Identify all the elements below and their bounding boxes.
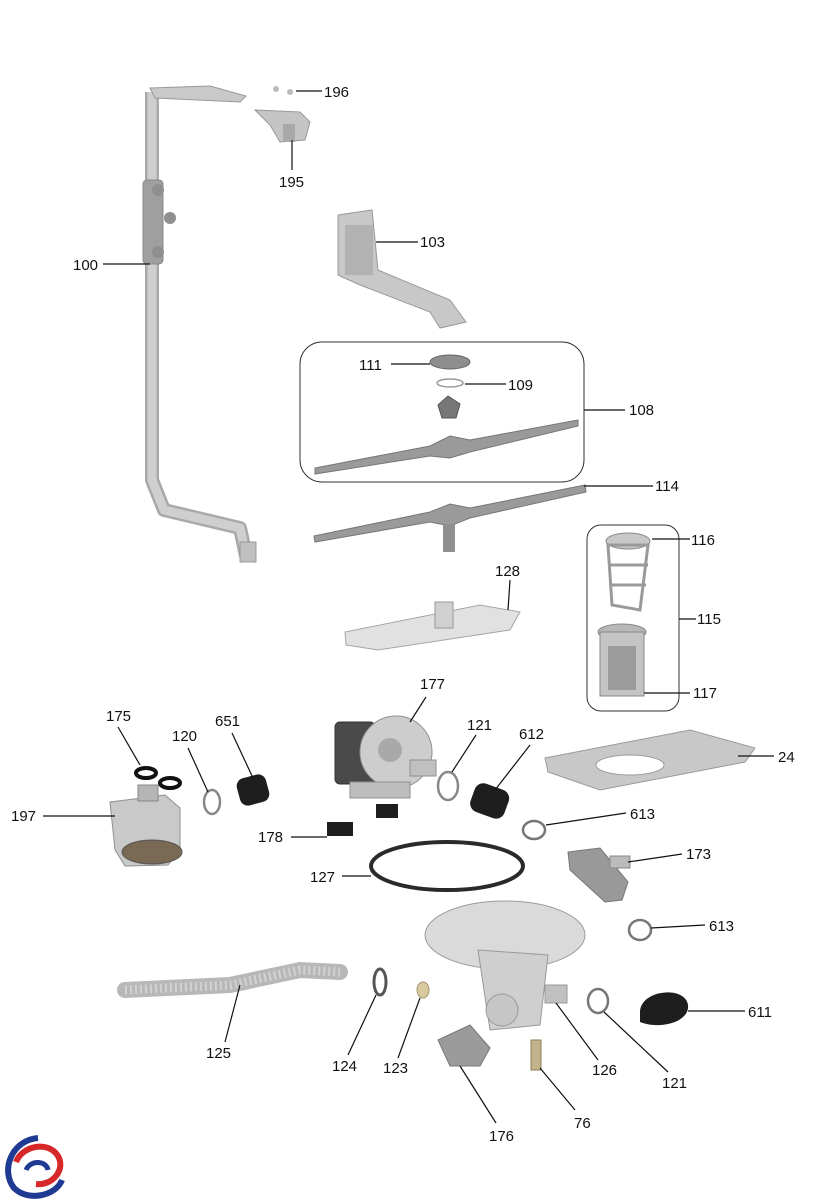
part-126-sump — [424, 900, 586, 1031]
part-611-hose — [640, 992, 689, 1026]
label-176: 176 — [489, 1128, 514, 1145]
part-100-spray-pipe — [142, 85, 257, 563]
part-613-clamp-upper — [521, 819, 547, 841]
part-124-clamp — [372, 967, 388, 997]
label-611: 611 — [748, 1004, 772, 1021]
part-128-plate — [344, 601, 521, 651]
part-612-hose — [470, 783, 510, 819]
label-127: 127 — [310, 869, 335, 886]
label-116: 116 — [691, 532, 715, 549]
part-121-clamp-lower — [586, 987, 610, 1015]
label-117: 117 — [693, 685, 717, 702]
label-121-upper: 121 — [467, 717, 492, 734]
part-114-lower-spray-arm — [313, 484, 587, 552]
label-613-lower: 613 — [709, 918, 734, 935]
label-196: 196 — [324, 84, 349, 101]
label-651: 651 — [215, 713, 240, 730]
part-613-clamp-lower — [627, 918, 653, 942]
label-613-upper: 613 — [630, 806, 655, 823]
part-178-connectors — [327, 804, 398, 836]
part-196-clip — [273, 86, 293, 95]
label-125: 125 — [206, 1045, 231, 1062]
label-173: 173 — [686, 846, 711, 863]
part-173-heater — [567, 847, 631, 903]
label-103: 103 — [420, 234, 445, 251]
label-121-lower: 121 — [662, 1075, 687, 1092]
label-175: 175 — [106, 708, 131, 725]
part-108-upper-spray-arm-group — [299, 341, 585, 483]
label-197: 197 — [11, 808, 36, 825]
label-24: 24 — [778, 749, 795, 766]
label-128: 128 — [495, 563, 520, 580]
label-108: 108 — [629, 402, 654, 419]
label-111: 111 — [359, 357, 382, 374]
label-123: 123 — [383, 1060, 408, 1077]
label-612: 612 — [519, 726, 544, 743]
label-76: 76 — [574, 1115, 591, 1132]
label-115: 115 — [697, 611, 721, 628]
part-177-circulation-pump — [334, 715, 437, 799]
label-114: 114 — [655, 478, 679, 495]
part-76-sensor — [530, 1039, 542, 1071]
label-124: 124 — [332, 1058, 357, 1075]
part-125-drain-hose — [117, 961, 348, 998]
leader-lines — [43, 90, 774, 1124]
part-176-drain-pump — [437, 1024, 491, 1067]
label-120: 120 — [172, 728, 197, 745]
part-120-clamp — [202, 788, 222, 816]
label-195: 195 — [279, 174, 304, 191]
label-109: 109 — [508, 377, 533, 394]
part-103-conduit — [337, 209, 467, 329]
part-number-labels: 100 196 195 103 111 109 108 114 116 115 … — [11, 84, 795, 1145]
label-100: 100 — [73, 257, 98, 274]
part-24-seal-plate — [544, 729, 756, 791]
part-123-plug — [416, 981, 430, 999]
label-126: 126 — [592, 1062, 617, 1079]
brand-swirl-logo — [5, 1135, 65, 1199]
label-177: 177 — [420, 676, 445, 693]
part-121-clamp-upper — [436, 770, 460, 802]
part-127-gasket — [369, 840, 525, 892]
part-175-o-rings — [134, 766, 182, 790]
label-178: 178 — [258, 829, 283, 846]
part-195-nozzle-holder — [253, 109, 311, 143]
part-651-sleeve — [236, 774, 270, 806]
part-115-filter-group — [586, 524, 680, 712]
part-197-valve — [109, 784, 183, 867]
